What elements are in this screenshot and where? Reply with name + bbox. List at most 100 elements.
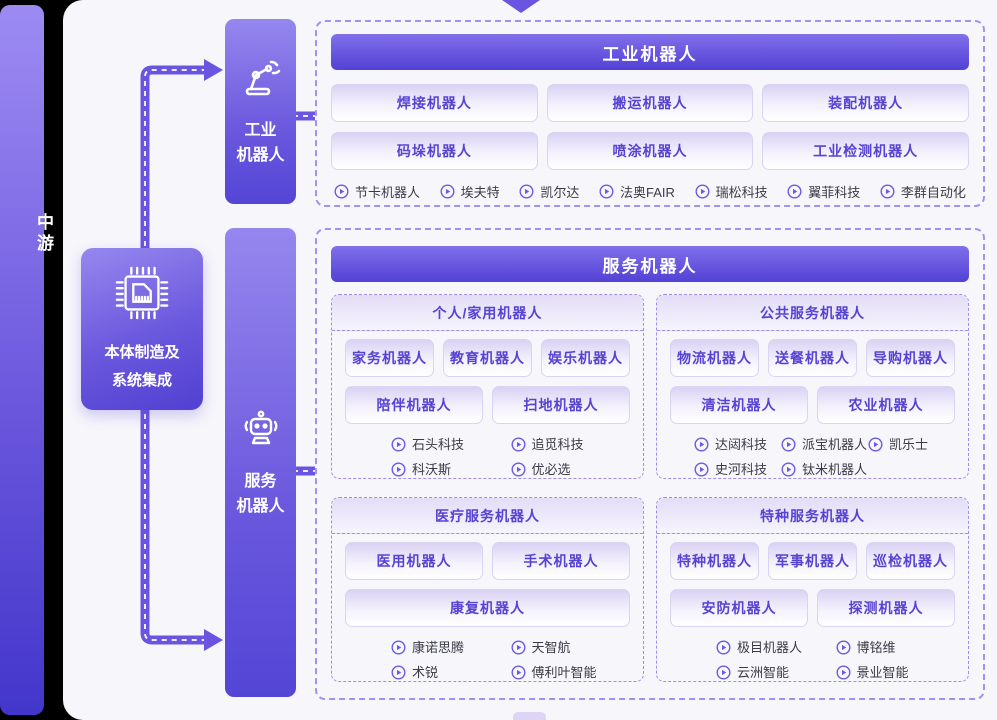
subpanel-personal: 个人/家用机器人家务机器人教育机器人娱乐机器人陪伴机器人扫地机器人石头科技追觅科… [331,294,644,479]
play-icon [599,184,614,199]
company-label: 达闼科技 [715,437,768,452]
category-row: 特种机器人军事机器人巡检机器人 [670,542,955,580]
company-item: 钛米机器人 [781,458,868,478]
play-icon [391,665,406,680]
company-item: 李群自动化 [880,182,966,201]
category-chip: 农业机器人 [817,386,955,424]
category-row: 家务机器人教育机器人娱乐机器人 [345,339,630,377]
category-chip: 码垛机器人 [331,132,538,170]
company-label: 天智航 [531,640,571,655]
stage-bar-midstream: 中游 [0,5,53,715]
company-item: 凯乐士 [868,433,928,456]
company-label: 康诺思腾 [412,640,465,655]
company-item: 石头科技 [391,433,464,456]
company-item: 法奥FAIR [599,182,675,201]
play-icon [510,462,526,477]
play-icon [781,462,796,477]
company-label: 极目机器人 [737,640,803,655]
company-label: 派宝机器人 [802,437,868,452]
company-item: 翼菲科技 [787,182,860,201]
industrial-robot-arm-icon [238,55,284,106]
play-icon [334,184,349,199]
center-node-manufacturing: 本体制造及 系统集成 [81,248,203,410]
subpanel-special: 特种服务机器人特种机器人军事机器人巡检机器人安防机器人探测机器人极目机器人博铭维… [656,497,969,682]
category-chip: 清洁机器人 [670,386,808,424]
service-subpanel-grid: 个人/家用机器人家务机器人教育机器人娱乐机器人陪伴机器人扫地机器人石头科技追觅科… [331,294,969,682]
subpanel-public: 公共服务机器人物流机器人送餐机器人导购机器人清洁机器人农业机器人达闼科技 派宝机器… [656,294,969,479]
company-item: 派宝机器人 [781,433,867,456]
category-chip: 物流机器人 [670,339,759,377]
branch-industrial-line1: 工业 [244,121,277,139]
category-chip: 教育机器人 [443,339,532,377]
branch-industrial-line2: 机器人 [236,146,285,164]
subpanel-title: 医疗服务机器人 [332,498,643,534]
category-chip: 医用机器人 [345,542,483,580]
company-item: 优必选 [510,458,571,478]
company-label: 石头科技 [412,437,465,452]
category-chip: 军事机器人 [768,542,857,580]
category-chip: 娱乐机器人 [541,339,630,377]
company-label: 景业智能 [856,665,909,680]
company-item: 凯尔达 [519,182,579,201]
category-row: 康复机器人 [345,589,630,627]
subpanel-body: 家务机器人教育机器人娱乐机器人陪伴机器人扫地机器人石头科技追觅科技科沃斯优必选 [332,331,643,478]
company-label: 钛米机器人 [802,462,868,477]
subpanel-body: 医用机器人手术机器人康复机器人康诺思腾 天智航术锐 傅利叶智能 [332,534,643,681]
play-icon [716,640,731,655]
category-chip: 巡检机器人 [866,542,955,580]
category-row: 陪伴机器人扫地机器人 [345,386,630,424]
company-item: 极目机器人 [716,636,802,659]
category-chip: 搬运机器人 [546,84,754,122]
category-chip: 工业检测机器人 [762,132,969,170]
company-item: 瑞松科技 [695,182,768,201]
play-icon [695,184,710,199]
play-icon [781,437,796,452]
category-chip: 喷涂机器人 [546,132,754,170]
company-label: 瑞松科技 [715,185,768,200]
category-row: 安防机器人探测机器人 [670,589,955,627]
subpanel-company-list: 极目机器人 博铭维云洲智能 景业智能 [670,636,955,681]
service-robot-icon [238,406,284,457]
down-arrow-icon [502,0,540,13]
category-chip: 特种机器人 [670,542,759,580]
company-label: 节卡机器人 [355,185,421,200]
company-label: 云洲智能 [737,665,790,680]
play-icon [510,437,526,452]
play-icon [835,665,851,680]
subpanel-title: 公共服务机器人 [657,295,968,331]
category-chip: 送餐机器人 [768,339,857,377]
company-label: 优必选 [531,462,571,477]
subpanel-body: 物流机器人送餐机器人导购机器人清洁机器人农业机器人达闼科技 派宝机器人凯乐士史河科… [657,331,968,478]
company-item: 达闼科技 [694,433,767,456]
category-row: 医用机器人手术机器人 [345,542,630,580]
category-row: 清洁机器人农业机器人 [670,386,955,424]
service-panel-title: 服务机器人 [331,246,969,282]
category-chip: 安防机器人 [670,589,808,627]
category-chip: 焊接机器人 [331,84,538,122]
category-chip: 导购机器人 [866,339,955,377]
industrial-panel-title: 工业机器人 [331,34,969,70]
play-icon [510,665,526,680]
company-label: 史河科技 [715,462,768,477]
branch-service-line1: 服务 [244,472,277,490]
company-label: 翼菲科技 [808,185,861,200]
company-label: 术锐 [412,665,439,680]
company-item: 追觅科技 [510,433,584,456]
subpanel-company-list: 达闼科技 派宝机器人凯乐士史河科技 钛米机器人 [670,433,955,478]
company-item: 博铭维 [835,636,896,659]
category-chip: 家务机器人 [345,339,434,377]
company-label: 傅利叶智能 [531,665,597,680]
industrial-company-list: 节卡机器人 埃夫特凯尔达 法奥FAIR 瑞松科技 翼菲科技 李群自动化 [334,182,966,201]
stage-label: 中游 [34,213,53,255]
company-label: 李群自动化 [900,185,966,200]
company-item: 云洲智能 [716,661,790,681]
play-icon [880,184,895,199]
play-icon [391,462,406,477]
play-icon [519,184,534,199]
company-label: 博铭维 [856,640,896,655]
subpanel-company-list: 石头科技追觅科技科沃斯优必选 [345,433,630,478]
company-item: 埃夫特 [440,182,500,201]
company-item: 景业智能 [835,661,909,681]
center-label-line1: 本体制造及 [104,343,180,361]
